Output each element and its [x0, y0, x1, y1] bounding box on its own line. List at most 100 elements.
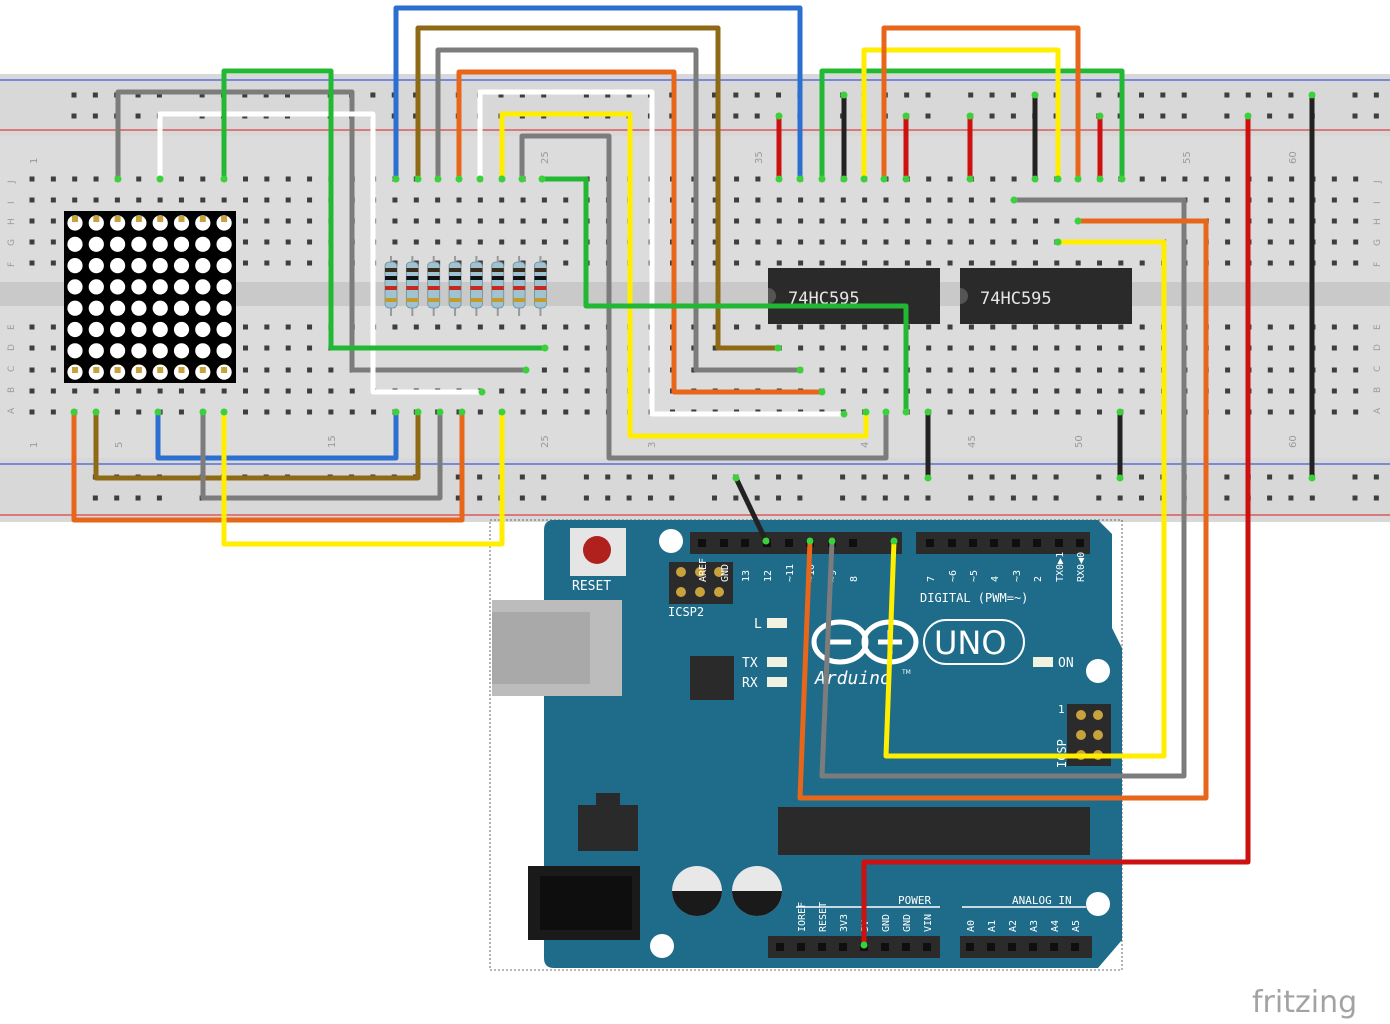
reset-button[interactable]	[583, 536, 611, 564]
wire-white[interactable]	[477, 89, 847, 417]
breadboard-hole	[1032, 367, 1038, 373]
wire-endpoint	[902, 175, 910, 183]
wire-yellow[interactable]	[861, 47, 1061, 182]
wire-yellow[interactable]	[499, 111, 869, 439]
led-dot	[88, 300, 104, 316]
microcontroller-chip	[778, 807, 1090, 855]
breadboard-hole	[29, 218, 35, 224]
wire-red[interactable]	[861, 113, 1251, 948]
header-pin-hole	[926, 539, 934, 547]
wire-orange[interactable]	[797, 218, 1209, 801]
uno-logo-frame	[923, 619, 1025, 665]
shift-register-2[interactable]: 74HC595	[960, 268, 1132, 324]
wire-gray[interactable]	[435, 47, 803, 373]
row-label-h-right: H	[1373, 218, 1383, 225]
wire-green[interactable]	[819, 68, 1125, 182]
analog-pin-label: A1	[987, 920, 998, 932]
power-rail-hole	[1309, 495, 1315, 501]
breadboard-hole	[50, 218, 56, 224]
shift-register-1[interactable]: 74HC595	[768, 268, 940, 324]
breadboard-hole	[563, 324, 569, 330]
power-rail-hole	[370, 92, 376, 98]
breadboard-hole	[990, 409, 996, 415]
breadboard-hole	[1353, 367, 1359, 373]
wire-endpoint	[92, 408, 100, 416]
resistor[interactable]	[469, 256, 483, 316]
led-matrix-8x8[interactable]	[64, 211, 236, 383]
wire-brown[interactable]	[415, 25, 781, 351]
resistor[interactable]	[405, 256, 419, 316]
wire-endpoint	[199, 408, 207, 416]
breadboard-hole	[264, 176, 270, 182]
breadboard-hole	[1267, 409, 1273, 415]
breadboard-hole	[1289, 218, 1295, 224]
power-rail-hole	[669, 495, 675, 501]
breadboard-hole	[1054, 367, 1060, 373]
wire-orange[interactable]	[71, 409, 465, 523]
breadboard-hole	[776, 239, 782, 245]
digital-pin-label: ~5	[969, 570, 980, 582]
wire-yellow[interactable]	[883, 239, 1167, 759]
breadboard-hole	[264, 197, 270, 203]
wire-gray[interactable]	[519, 133, 889, 461]
power-rail-hole	[1373, 113, 1379, 119]
led-dot	[67, 215, 83, 231]
wire-endpoint	[775, 175, 783, 183]
power-rail-hole	[1160, 92, 1166, 98]
reset-label: RESET	[572, 579, 611, 594]
wire-gray[interactable]	[819, 197, 1187, 779]
resistor[interactable]	[427, 256, 441, 316]
power-rail-hole	[1139, 113, 1144, 119]
power-rail-hole	[199, 92, 205, 98]
resistor[interactable]	[534, 256, 547, 316]
wire-blue[interactable]	[155, 409, 399, 461]
wire-orange[interactable]	[456, 69, 825, 395]
led-dot	[88, 215, 104, 231]
power-rail-hole	[1096, 495, 1102, 501]
breadboard-hole	[93, 197, 99, 203]
resistor[interactable]	[491, 256, 505, 316]
wire-endpoint	[860, 175, 868, 183]
breadboard-hole	[413, 197, 419, 203]
breadboard-hole	[243, 409, 248, 415]
breadboard-hole	[840, 324, 846, 330]
wire-yellow[interactable]	[221, 409, 505, 547]
wire-white[interactable]	[157, 111, 485, 395]
resistor[interactable]	[384, 256, 398, 316]
wire-green[interactable]	[539, 176, 909, 415]
wire-green[interactable]	[221, 68, 548, 351]
wire-orange[interactable]	[881, 25, 1081, 182]
wire-endpoint	[436, 408, 444, 416]
breadboard-hole	[307, 409, 313, 415]
wire-blue[interactable]	[393, 5, 803, 182]
breadboard-hole	[968, 260, 974, 266]
breadboard-hole	[926, 324, 932, 330]
power-rail-hole	[1352, 113, 1358, 119]
led-dot	[216, 321, 232, 338]
wire-gray[interactable]	[115, 89, 529, 373]
breadboard-hole	[1225, 409, 1231, 415]
header-pin-hole	[987, 943, 995, 951]
wire-black[interactable]	[733, 475, 769, 544]
led-dot	[67, 321, 83, 338]
row-label-c: C	[7, 366, 17, 372]
wire-brown[interactable]	[93, 409, 421, 481]
breadboard-hole	[307, 324, 313, 330]
col-label-bottom-50: 50	[1074, 435, 1085, 448]
row-label-a-right: A	[1373, 407, 1383, 414]
arduino-uno[interactable]: RESET ICSP2 L TX RX UNO Arduino	[489, 519, 1123, 971]
resistor[interactable]	[512, 256, 526, 316]
chip-notch	[768, 288, 776, 304]
wire-gray[interactable]	[200, 409, 443, 501]
breadboard-hole	[1331, 388, 1337, 394]
power-rail-hole	[626, 474, 632, 480]
row-label-b: B	[7, 387, 17, 393]
resistor-array[interactable]	[384, 256, 547, 316]
led-dot	[195, 321, 211, 338]
matrix-pin	[199, 367, 206, 373]
header-pin-hole	[948, 539, 956, 547]
resistor[interactable]	[448, 256, 462, 316]
breadboard-hole	[200, 388, 206, 394]
power-rail-hole	[882, 474, 888, 480]
power-rail-hole	[156, 92, 162, 98]
